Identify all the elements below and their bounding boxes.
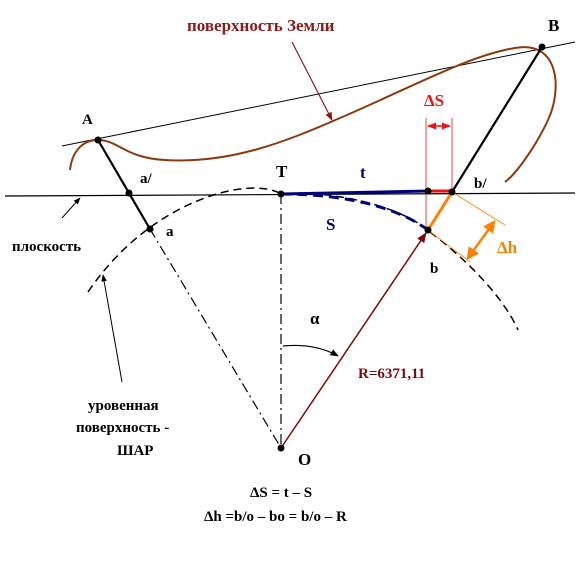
pointer-level-surface bbox=[101, 274, 123, 383]
line-b-B bbox=[451, 46, 543, 193]
label-level-surface-line1: уровенная bbox=[88, 398, 159, 414]
label-level-surface-line3: ШАР bbox=[117, 443, 153, 459]
point-T-dot bbox=[277, 190, 285, 198]
label-arc-s: S bbox=[326, 215, 335, 234]
label-point-A: A bbox=[82, 112, 93, 128]
label-point-b: b bbox=[430, 261, 438, 277]
arc-s bbox=[280, 192, 429, 232]
point-b-prime-dot bbox=[448, 188, 456, 196]
label-tangent-t: t bbox=[360, 163, 366, 182]
delta-h-dim-up bbox=[479, 219, 496, 241]
label-point-T: T bbox=[276, 162, 288, 181]
label-alpha: α bbox=[310, 309, 320, 328]
label-earth-surface: поверхность Земли bbox=[187, 16, 335, 35]
formula-delta-h: Δh =b/o – bo = b/o – R bbox=[204, 509, 347, 525]
pointer-plane bbox=[61, 197, 81, 219]
pointer-earth-surface bbox=[291, 41, 333, 121]
level-surface-arc bbox=[87, 187, 431, 293]
point-t-end-dot bbox=[424, 187, 432, 195]
point-A-dot bbox=[94, 136, 102, 144]
earth-surface-curve bbox=[69, 46, 557, 183]
label-point-B: B bbox=[548, 16, 559, 35]
delta-h-ext-top bbox=[451, 191, 506, 226]
label-point-a-prime: a/ bbox=[140, 171, 153, 187]
radius-arrow bbox=[280, 232, 427, 449]
level-surface-arc-right bbox=[429, 231, 519, 331]
alpha-angle-arc bbox=[282, 344, 339, 357]
label-plane: плоскость bbox=[12, 239, 81, 255]
label-point-O: O bbox=[298, 450, 311, 469]
line-A-a bbox=[97, 139, 151, 230]
label-level-surface-line2: поверхность - bbox=[76, 420, 169, 436]
point-a-prime-dot bbox=[125, 189, 133, 197]
label-point-b-prime: b/ bbox=[474, 176, 487, 192]
point-a-dot bbox=[146, 225, 154, 233]
point-b-dot bbox=[424, 226, 432, 234]
label-radius: R=6371,11 bbox=[358, 366, 425, 382]
formula-delta-s: ΔS = t – S bbox=[250, 485, 312, 501]
label-delta-s: ΔS bbox=[424, 91, 444, 110]
label-point-a: a bbox=[166, 224, 174, 240]
tangent-t bbox=[280, 189, 429, 196]
segment-b-b-prime bbox=[426, 191, 454, 231]
delta-h-ext-bottom bbox=[427, 229, 471, 263]
point-O-dot bbox=[277, 444, 285, 452]
point-B-dot bbox=[538, 43, 546, 51]
label-delta-h: Δh bbox=[497, 238, 518, 257]
line-a-o bbox=[149, 228, 282, 449]
delta-h-dim-down bbox=[466, 239, 483, 261]
